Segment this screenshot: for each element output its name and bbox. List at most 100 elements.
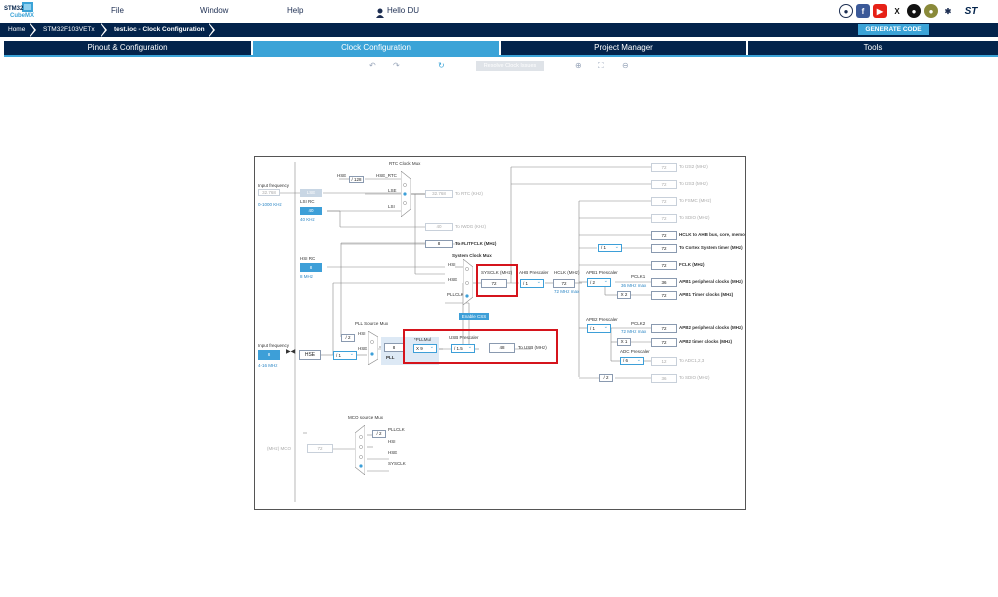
apb2-prescaler-select[interactable]: / 1 xyxy=(587,324,611,333)
clock-output-label: To I2S2 (MHz) xyxy=(679,164,708,169)
iwdg-output: 40 xyxy=(425,223,453,231)
clock-output-label: HCLK to AHB bus, core, memory and DMA (M… xyxy=(679,232,745,237)
st-mascot-icon[interactable]: ● xyxy=(924,4,938,18)
lse-oscillator[interactable]: LSE xyxy=(300,189,322,197)
logo-text-2: CubeMX xyxy=(10,13,34,19)
rtc-clock-mux[interactable] xyxy=(400,170,412,218)
breadcrumb-device[interactable]: STM32F103VETx xyxy=(43,26,95,33)
menu-window[interactable]: Window xyxy=(200,6,229,15)
adc-prescaler-label: ADC Prescaler xyxy=(620,349,650,354)
user-greeting[interactable]: Hello DU xyxy=(387,6,420,15)
breadcrumb-home[interactable]: Home xyxy=(8,26,26,33)
hse-crystal-icon: ▶◀ xyxy=(286,349,296,355)
clock-output-value[interactable]: 72 xyxy=(651,338,677,347)
clock-output-value[interactable]: 72 xyxy=(651,231,677,240)
hse-to-rtc-label: HSE xyxy=(337,173,347,178)
pll-input-frequency: 8 xyxy=(384,343,404,352)
clock-tree-wires xyxy=(277,162,651,502)
pll-source-mux[interactable] xyxy=(367,330,379,366)
tab-tools[interactable]: Tools xyxy=(748,41,998,55)
sys-mux-pllclk-label: PLLCLK xyxy=(447,292,464,297)
rtc-output: 32.768 xyxy=(425,190,453,198)
sdio-divider: / 2 xyxy=(599,374,613,382)
clock-output-label: To Cortex System timer (MHz) xyxy=(679,245,743,250)
st-logo-icon[interactable]: ST xyxy=(958,4,984,18)
youtube-icon[interactable]: ▶ xyxy=(873,4,887,18)
hse-rtc-divider[interactable]: / 128 xyxy=(349,176,364,183)
cortex-timer-divider-select[interactable]: / 1 xyxy=(598,244,622,252)
clock-output-value[interactable]: 36 xyxy=(651,278,677,287)
hsi-mhz-label: 8 MHz xyxy=(300,274,314,279)
usb-prescaler-label: USB Prescaler xyxy=(449,335,479,340)
zoom-in-icon[interactable]: ⊕ xyxy=(575,61,582,70)
mco-sysclk-label: SYSCLK xyxy=(388,461,406,466)
tab-clock-configuration[interactable]: Clock Configuration xyxy=(253,41,499,55)
mco-source-mux[interactable] xyxy=(354,424,366,476)
menu-help[interactable]: Help xyxy=(287,6,304,15)
resolve-clock-issues-button[interactable]: Resolve Clock Issues xyxy=(476,61,544,71)
clock-output-value[interactable]: 72 xyxy=(651,163,677,172)
clock-output-value[interactable]: 72 xyxy=(651,197,677,206)
usb-output-value[interactable]: 48 xyxy=(489,343,515,353)
mco-hsi-label: HSI xyxy=(388,439,396,444)
tab-project-manager[interactable]: Project Manager xyxy=(501,41,746,55)
undo-icon[interactable]: ↶ xyxy=(369,61,376,70)
github-icon[interactable]: ● xyxy=(907,4,921,18)
clock-output-value[interactable]: 72 xyxy=(651,244,677,253)
network-icon[interactable]: ✱ xyxy=(941,4,955,18)
usb-prescaler-select[interactable]: / 1.5 xyxy=(451,344,475,353)
usb-pll-highlight xyxy=(403,329,558,364)
enable-css-button[interactable]: Enable CSS xyxy=(459,313,489,320)
st-community-icon[interactable]: ● xyxy=(839,4,853,18)
breadcrumb-separator-inner xyxy=(208,23,213,37)
pllmul-select[interactable]: X 9 xyxy=(413,344,437,353)
tab-pinout-configuration[interactable]: Pinout & Configuration xyxy=(4,41,251,55)
redo-icon[interactable]: ↷ xyxy=(393,61,400,70)
hse-rtc-input-label: HSE_RTC xyxy=(376,173,397,178)
x-icon[interactable]: X xyxy=(890,4,904,18)
rtc-clock-mux-label: RTC Clock Mux xyxy=(389,161,421,166)
hclk-value[interactable]: 72 xyxy=(553,279,575,288)
user-icon[interactable] xyxy=(376,5,384,18)
ahb-prescaler-label: AHB Prescaler xyxy=(519,270,549,275)
generate-code-button[interactable]: GENERATE CODE xyxy=(858,24,929,35)
adc-prescaler-select[interactable]: / 6 xyxy=(620,357,644,365)
clock-output-value[interactable]: 72 xyxy=(651,214,677,223)
clock-output-value[interactable]: 72 xyxy=(651,324,677,333)
system-clock-mux[interactable] xyxy=(462,258,474,306)
clock-output-value[interactable]: 72 xyxy=(651,291,677,300)
clock-output-label: APB1 peripheral clocks (MHz) xyxy=(679,279,743,284)
apb1-prescaler-select[interactable]: / 2 xyxy=(587,278,611,287)
ahb-prescaler-select[interactable]: / 1 xyxy=(520,279,544,288)
hse-oscillator[interactable]: HSE xyxy=(299,350,321,360)
pllmul-label: *PLLMul xyxy=(414,337,432,342)
lse-range-label: 0-1000 KHz xyxy=(258,202,282,207)
rtc-lsi-input-label: LSI xyxy=(388,204,395,209)
mco-output-label: (MHz) MCO xyxy=(267,446,291,451)
stm32cubemx-logo: STM32 CubeMX xyxy=(4,2,34,22)
zoom-out-icon[interactable]: ⊖ xyxy=(622,61,629,70)
breadcrumb-file[interactable]: test.ioc - Clock Configuration xyxy=(114,26,205,33)
sysclk-highlight xyxy=(476,264,518,297)
flitfclk-output: 8 xyxy=(425,240,453,248)
tab-underline xyxy=(4,55,998,57)
facebook-icon[interactable]: f xyxy=(856,4,870,18)
lse-frequency-input[interactable]: 32.768 xyxy=(258,189,280,196)
clock-output-value[interactable]: 36 xyxy=(651,374,677,383)
refresh-icon[interactable]: ↻ xyxy=(438,61,445,70)
sysclk-value[interactable]: 72 xyxy=(481,279,507,288)
sys-mux-hse-label: HSE xyxy=(448,277,458,282)
hse-frequency-input[interactable]: 8 xyxy=(258,350,280,360)
menu-file[interactable]: File xyxy=(111,6,124,15)
fit-to-screen-icon[interactable]: ⛶ xyxy=(598,61,604,70)
clock-output-value[interactable]: 12 xyxy=(651,357,677,366)
breadcrumb-separator-inner xyxy=(29,23,34,37)
mco-pllclk-label: PLLCLK xyxy=(388,427,405,432)
hsi-rc-value[interactable]: 8 xyxy=(300,263,322,272)
clock-output-value[interactable]: 72 xyxy=(651,261,677,270)
hclk-label: HCLK (MHz) xyxy=(554,270,580,275)
lsi-rc-value[interactable]: 40 xyxy=(300,207,322,215)
clock-output-value[interactable]: 72 xyxy=(651,180,677,189)
hclk-max-label: 72 MHz max xyxy=(554,289,580,294)
hse-pre-divider-select[interactable]: / 1 xyxy=(333,351,357,360)
